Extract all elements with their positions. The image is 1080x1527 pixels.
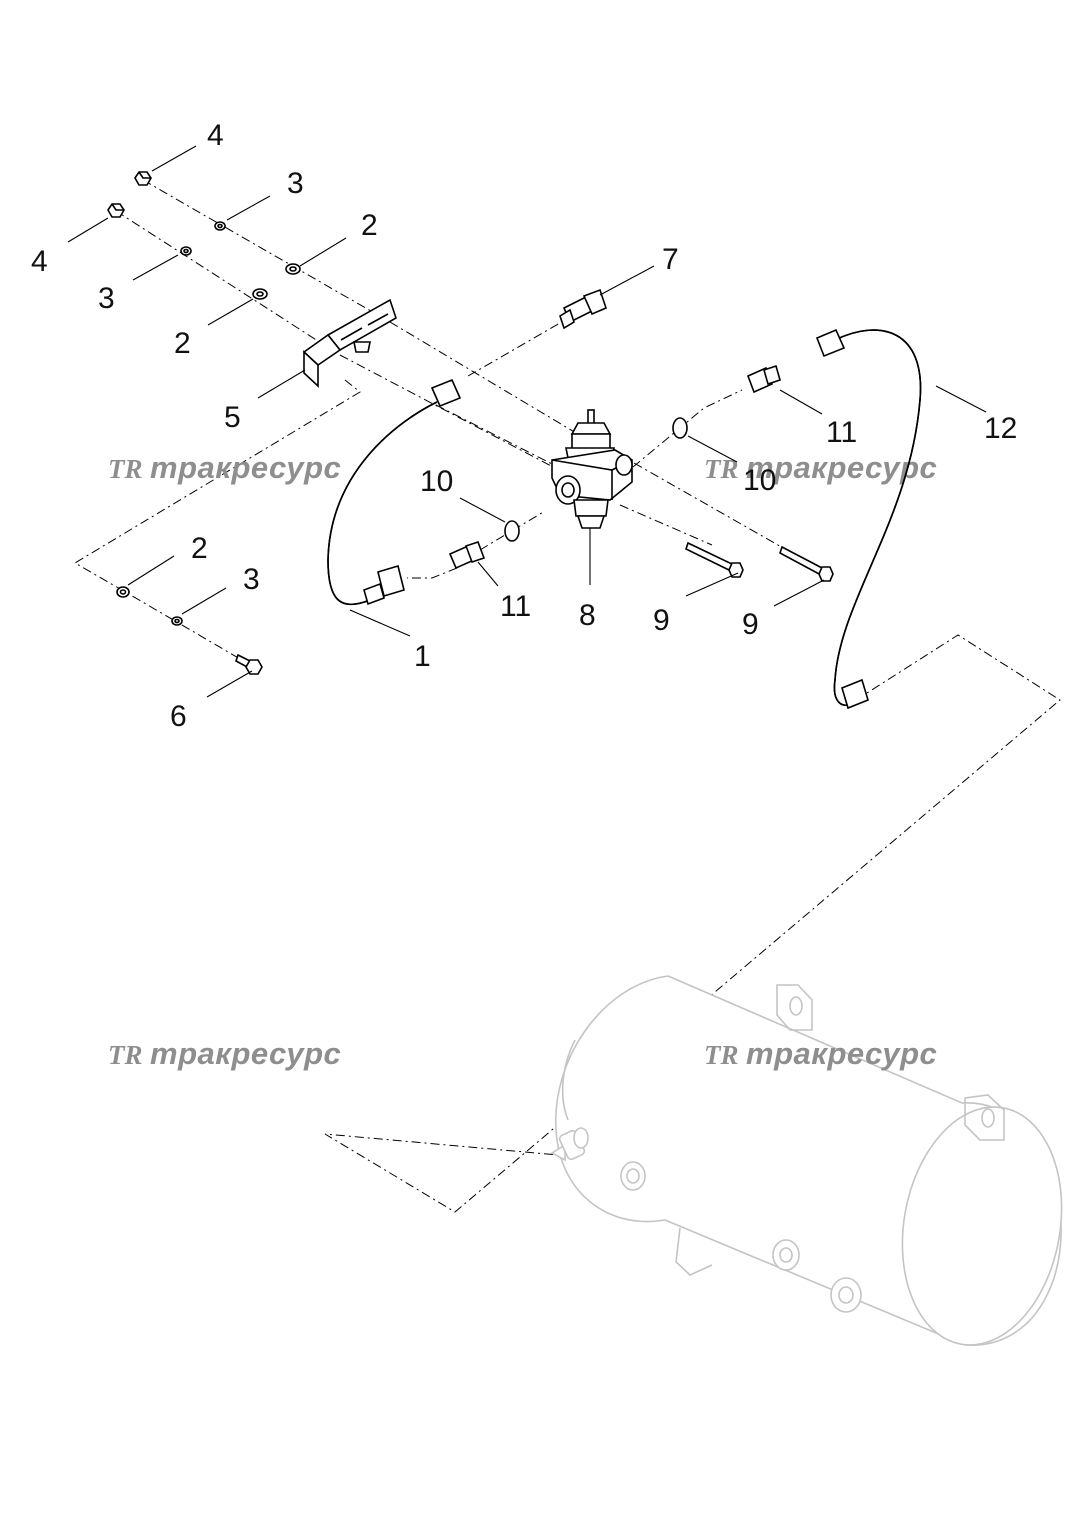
washer-3-upper bbox=[214, 221, 226, 231]
callout-4-lower: 4 bbox=[31, 245, 48, 278]
callout-3-bottom: 3 bbox=[243, 563, 260, 596]
watermark-logo: TR bbox=[704, 454, 739, 484]
callout-5: 5 bbox=[224, 401, 241, 434]
leader-lines bbox=[67, 145, 987, 698]
o-ring-10-right bbox=[672, 417, 688, 439]
washer-2-bottom bbox=[116, 586, 130, 598]
watermark-top-right: TR тракресурс bbox=[704, 450, 937, 485]
fitting-11-left bbox=[448, 540, 486, 570]
callout-10-left: 10 bbox=[420, 465, 453, 498]
watermark-bottom-left: TR тракресурс bbox=[108, 1036, 341, 1071]
nut-4-upper bbox=[134, 171, 152, 186]
nut-4-lower bbox=[107, 203, 125, 218]
bolt-9-right bbox=[779, 545, 834, 582]
watermark-text: тракресурс bbox=[150, 1036, 341, 1071]
callout-11-right: 11 bbox=[826, 416, 857, 449]
watermark-logo: TR bbox=[108, 1040, 143, 1070]
bolt-9-left bbox=[685, 541, 744, 578]
watermark-text: тракресурс bbox=[746, 1036, 937, 1071]
valve-8 bbox=[551, 409, 633, 529]
watermark-text: тракресурс bbox=[150, 450, 341, 485]
washer-2-lower bbox=[252, 288, 268, 300]
air-tank bbox=[550, 975, 1063, 1346]
watermark-top-left: TR тракресурс bbox=[108, 450, 341, 485]
watermark-logo: TR bbox=[108, 454, 143, 484]
callout-9-right: 9 bbox=[742, 608, 759, 641]
bracket-5 bbox=[302, 298, 397, 388]
fitting-11-right bbox=[746, 364, 781, 394]
callout-3-upper: 3 bbox=[287, 167, 304, 200]
washer-2-upper bbox=[285, 263, 301, 275]
washer-3-lower bbox=[180, 246, 192, 256]
callout-8: 8 bbox=[579, 599, 596, 632]
callout-11-left: 11 bbox=[500, 590, 531, 623]
callout-2-lower: 2 bbox=[174, 327, 191, 360]
callout-4-upper: 4 bbox=[207, 119, 224, 152]
washer-3-bottom bbox=[171, 616, 183, 626]
callout-3-lower: 3 bbox=[98, 282, 115, 315]
callout-7: 7 bbox=[662, 243, 679, 276]
hose-1 bbox=[327, 378, 462, 606]
callout-2-upper: 2 bbox=[361, 209, 378, 242]
watermark-bottom-right: TR тракресурс bbox=[704, 1036, 937, 1071]
fitting-7 bbox=[559, 288, 607, 330]
callout-labels: 4 3 2 4 3 2 7 5 11 12 10 10 2 3 11 8 9 9… bbox=[31, 119, 1017, 733]
callout-1: 1 bbox=[414, 640, 431, 673]
callout-9-left: 9 bbox=[653, 604, 670, 637]
hose-12 bbox=[815, 328, 922, 710]
callout-12: 12 bbox=[984, 412, 1017, 445]
watermark-logo: TR bbox=[704, 1040, 739, 1070]
callout-2-bottom: 2 bbox=[191, 532, 208, 565]
o-ring-10-left bbox=[504, 520, 520, 542]
callout-10-right: 10 bbox=[743, 464, 776, 497]
callout-6: 6 bbox=[170, 700, 187, 733]
bolt-6 bbox=[235, 653, 263, 675]
